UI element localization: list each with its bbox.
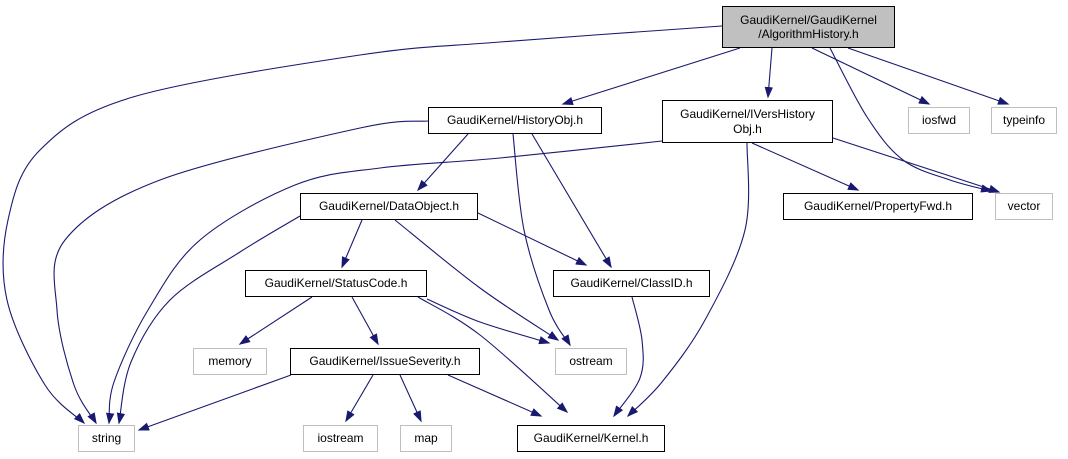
node-label: Obj.h bbox=[733, 121, 762, 136]
edge-historyobj-to-ostream bbox=[512, 133, 571, 347]
edge-algorithmhistory-to-iosfwd bbox=[811, 47, 931, 105]
edge-statuscode-to-ostream bbox=[426, 298, 551, 345]
edge-issueseverity-to-map bbox=[399, 374, 422, 423]
node-map: map bbox=[400, 425, 452, 452]
node-label: GaudiKernel/Kernel.h bbox=[533, 431, 649, 446]
edge-ivershistoryobj-to-kernel bbox=[626, 142, 750, 418]
edge-issueseverity-to-kernel bbox=[447, 374, 543, 417]
node-vector: vector bbox=[995, 193, 1053, 220]
node-label: GaudiKernel/StatusCode.h bbox=[264, 276, 408, 291]
node-label: GaudiKernel/HistoryObj.h bbox=[446, 113, 584, 128]
edge-statuscode-to-issueseverity bbox=[351, 296, 379, 346]
edge-dataobject-to-statuscode bbox=[341, 219, 363, 269]
edge-historyobj-to-classid bbox=[531, 133, 612, 269]
edge-dataobject-to-ostream bbox=[394, 219, 560, 341]
node-iosfwd: iosfwd bbox=[908, 107, 970, 134]
node-label: GaudiKernel/ClassID.h bbox=[570, 276, 693, 291]
node-classid[interactable]: GaudiKernel/ClassID.h bbox=[553, 270, 710, 297]
edge-issueseverity-to-string bbox=[137, 374, 292, 431]
node-label: GaudiKernel/IssueSeverity.h bbox=[309, 354, 461, 369]
edge-ivershistoryobj-to-string bbox=[106, 140, 663, 425]
node-ostream: ostream bbox=[555, 348, 627, 375]
node-dataobject[interactable]: GaudiKernel/DataObject.h bbox=[300, 193, 478, 220]
edge-statuscode-to-kernel bbox=[417, 296, 569, 413]
node-label: iosfwd bbox=[921, 113, 956, 128]
edge-issueseverity-to-iostream bbox=[345, 374, 374, 423]
node-label: iostream bbox=[317, 431, 364, 446]
node-kernel[interactable]: GaudiKernel/Kernel.h bbox=[517, 425, 665, 452]
node-label: typeinfo bbox=[1002, 113, 1046, 128]
edge-historyobj-to-string bbox=[53, 120, 429, 425]
node-label: string bbox=[91, 431, 122, 446]
edge-dataobject-to-classid bbox=[477, 212, 588, 266]
edge-ivershistoryobj-to-propertyfwd bbox=[751, 142, 860, 191]
edge-classid-to-kernel bbox=[613, 296, 644, 418]
node-iostream: iostream bbox=[303, 425, 378, 452]
node-label: GaudiKernel/PropertyFwd.h bbox=[803, 199, 953, 214]
node-statuscode[interactable]: GaudiKernel/StatusCode.h bbox=[245, 270, 427, 297]
edge-algorithmhistory-to-ivershistoryobj bbox=[764, 47, 773, 99]
node-label: vector bbox=[1007, 199, 1041, 214]
node-typeinfo: typeinfo bbox=[991, 107, 1057, 134]
node-string: string bbox=[78, 425, 135, 452]
edge-algorithmhistory-to-historyobj bbox=[561, 47, 741, 105]
node-propertyfwd[interactable]: GaudiKernel/PropertyFwd.h bbox=[783, 193, 973, 220]
node-algorithmhistory: GaudiKernel/GaudiKernel/AlgorithmHistory… bbox=[722, 6, 895, 48]
node-label: memory bbox=[208, 354, 252, 369]
edge-ivershistoryobj-to-vector bbox=[832, 137, 1001, 193]
node-label: GaudiKernel/IVersHistory bbox=[680, 107, 815, 122]
node-label: ostream bbox=[569, 354, 613, 369]
edge-dataobject-to-string bbox=[116, 215, 301, 425]
node-issueseverity[interactable]: GaudiKernel/IssueSeverity.h bbox=[290, 348, 480, 375]
node-label: GaudiKernel/DataObject.h bbox=[318, 199, 460, 214]
edge-algorithmhistory-to-string bbox=[2, 25, 723, 425]
node-label: GaudiKernel/GaudiKernel bbox=[740, 12, 877, 27]
node-historyobj[interactable]: GaudiKernel/HistoryObj.h bbox=[428, 107, 602, 134]
node-label: map bbox=[414, 431, 438, 446]
node-memory: memory bbox=[193, 348, 267, 375]
node-label: /AlgorithmHistory.h bbox=[758, 27, 859, 41]
edge-algorithmhistory-to-vector bbox=[829, 47, 993, 193]
edge-statuscode-to-memory bbox=[238, 296, 313, 345]
edge-algorithmhistory-to-typeinfo bbox=[847, 47, 1010, 105]
